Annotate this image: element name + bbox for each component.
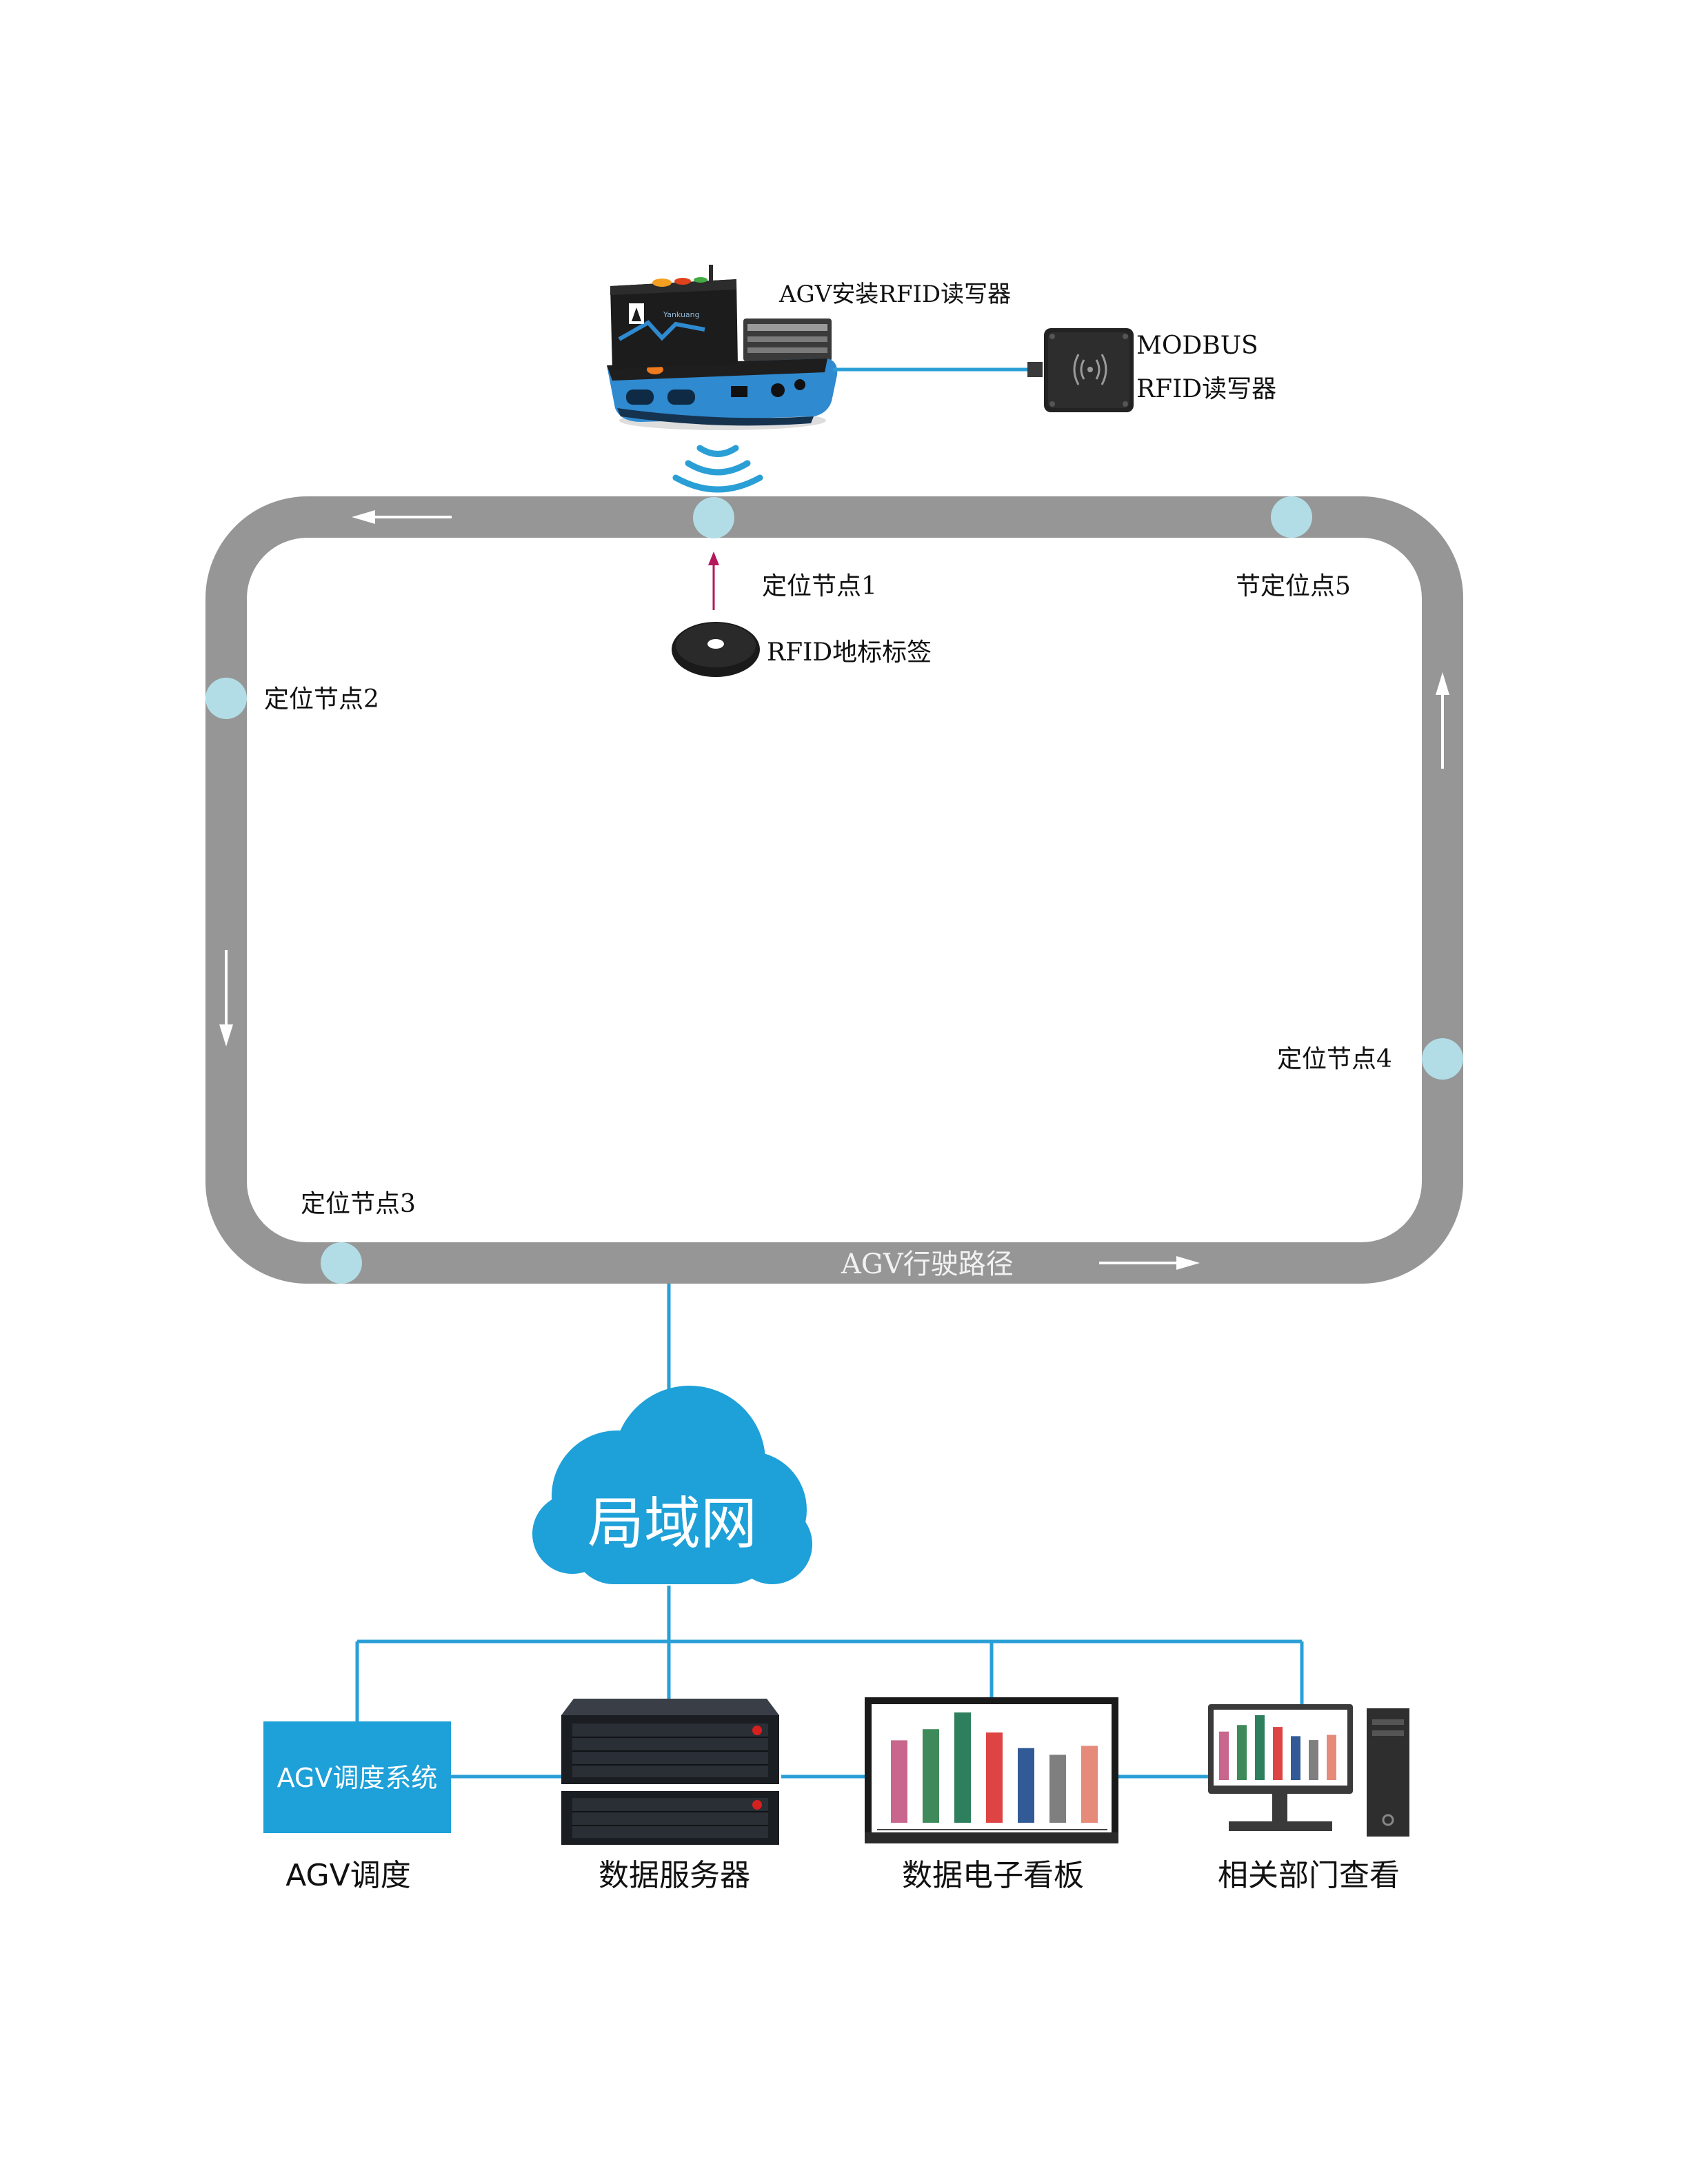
chart-bar [1309,1740,1318,1780]
monitor-chart-icon [865,1697,1118,1843]
node-label-5: 节定位点5 [1236,572,1351,600]
rfid-reader-icon [1027,328,1134,412]
rfid-tag-icon [672,622,760,677]
dispatch-box-label: AGV调度系统 [277,1763,438,1793]
tag-label: RFID地标标签 [767,638,932,667]
label-server: 数据服务器 [599,1858,750,1893]
node-marker-2 [205,678,247,719]
chart-bar [1291,1736,1300,1780]
agv-robot-icon: Yankuang [607,265,838,430]
chart-bar [1081,1746,1098,1823]
direction-arrows [219,510,1449,1270]
label-dept: 相关部门查看 [1218,1858,1400,1893]
dispatch-system-box: AGV调度系统 [263,1721,451,1833]
node-label-4: 定位节点4 [1277,1045,1392,1073]
reader-label-rfid: RFID读写器 [1136,375,1276,403]
chart-bar [1049,1755,1066,1823]
wireless-signal-icon [672,445,763,493]
label-board: 数据电子看板 [902,1858,1084,1893]
server-rack-icon [561,1699,779,1845]
node-marker-3 [321,1242,362,1284]
dept-bar-chart [1219,1715,1336,1780]
agv-track [205,496,1463,1284]
node-marker-1 [693,497,734,538]
arrow-left-icon [352,510,452,524]
chart-bar [1327,1735,1336,1780]
chart-bar [1255,1715,1265,1780]
chart-bar [923,1729,939,1823]
svg-text:Yankuang: Yankuang [663,310,700,319]
chart-bar [1273,1727,1283,1780]
node-marker-5 [1271,496,1312,538]
label-dispatch: AGV调度 [285,1858,411,1893]
node-label-1: 定位节点1 [762,572,877,600]
arrow-down-icon [219,950,233,1046]
arrow-right-icon [1099,1256,1200,1270]
node-label-2: 定位节点2 [264,685,379,714]
position-nodes [205,496,1463,1284]
tag-arrow [708,552,719,610]
chart-bar [1219,1731,1229,1780]
desktop-computer-icon [1208,1704,1409,1837]
chart-bar [986,1732,1003,1823]
path-label: AGV行驶路径 [841,1248,1014,1280]
cloud-label: 局域网 [587,1491,757,1557]
cloud-icon [532,1386,812,1584]
reader-label-modbus: MODBUS [1136,332,1258,360]
chart-bar [1018,1748,1034,1823]
chart-bar [1237,1725,1247,1780]
arrow-up-icon [1436,672,1449,769]
chart-bar [954,1712,971,1823]
node-marker-4 [1422,1038,1463,1080]
board-bar-chart [891,1712,1098,1823]
agv-label: AGV安装RFID读写器 [778,281,1011,308]
network-lines [355,1586,1304,1779]
node-label-3: 定位节点3 [301,1190,416,1218]
chart-bar [891,1740,907,1823]
